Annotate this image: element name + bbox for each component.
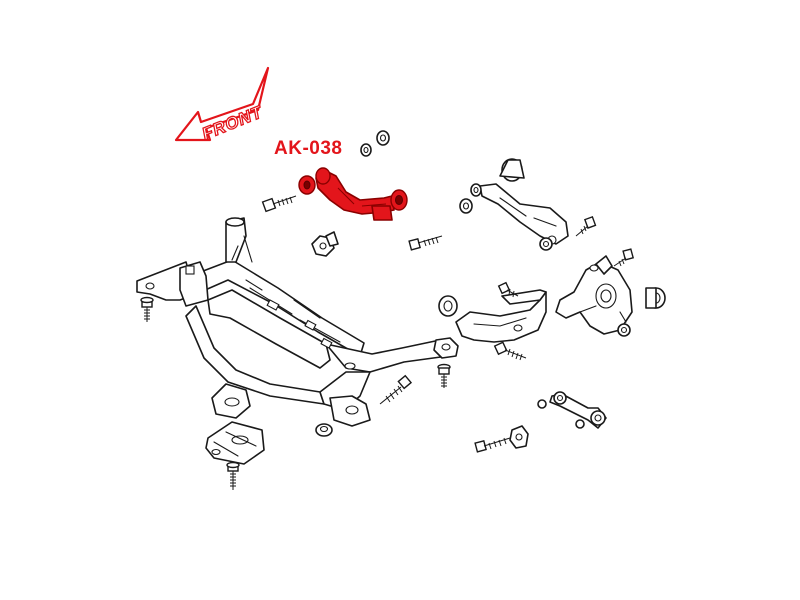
lower-arm-bolt-top (497, 281, 519, 298)
lower-arm-bushing (438, 295, 458, 317)
subframe-bolt-left (140, 296, 154, 322)
upper-arm-bushings (459, 183, 553, 251)
ak-038-camber-arm (298, 167, 408, 221)
front-direction-label: FRONT (199, 102, 266, 144)
part-number-label: AK-038 (274, 138, 343, 159)
upper-arm-bolt (575, 215, 597, 237)
subframe-bolt-right (437, 363, 451, 388)
knuckle-bushing (645, 287, 666, 309)
upper-control-arm (479, 158, 569, 245)
rear-knuckle (555, 255, 633, 337)
toe-link-bolt (474, 437, 511, 453)
subframe-bush-lower (315, 423, 333, 437)
toe-link-bushings (537, 399, 585, 429)
arm-nut (311, 231, 339, 257)
arm-washers (360, 130, 390, 157)
toe-link (549, 391, 607, 429)
mount-bolt-lower (226, 461, 240, 490)
arm-bolt-left (261, 195, 297, 213)
lower-arm-bolt-bottom (493, 341, 527, 361)
rear-subframe (136, 217, 459, 427)
knuckle-bolt-top (613, 248, 635, 267)
lower-control-arm (455, 289, 547, 343)
subframe-bolt-center (379, 374, 413, 405)
arm-bolt-right (408, 235, 443, 251)
toe-link-nut (509, 425, 529, 449)
front-direction-arrow: FRONT (174, 66, 270, 144)
subframe-mount-bracket (205, 383, 265, 465)
